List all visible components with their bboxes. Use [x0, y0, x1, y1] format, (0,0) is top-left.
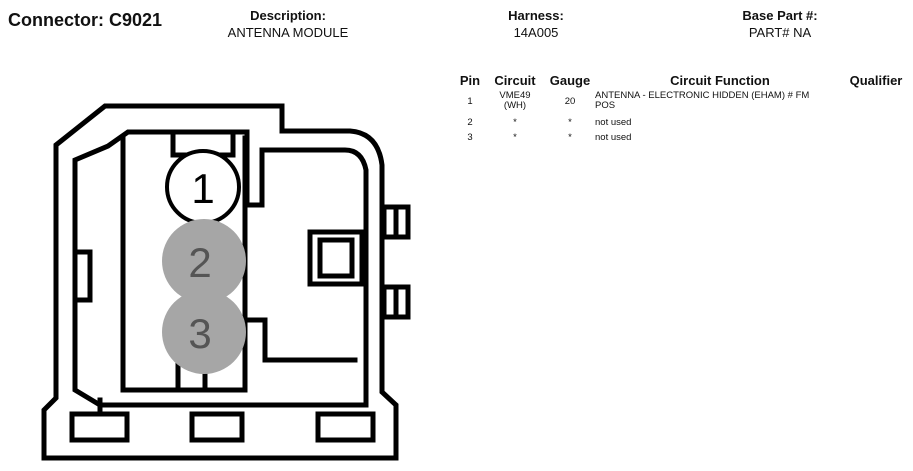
harness-label: Harness:	[508, 8, 564, 23]
foot-center	[189, 411, 245, 443]
lock-inner	[317, 237, 355, 279]
row1-circuit: VME49	[499, 90, 531, 101]
row1-function: ANTENNA - ELECTRONIC HIDDEN (EHAM) # FM	[595, 90, 810, 101]
pin-3-label: 3	[188, 310, 211, 357]
pin-1-label: 1	[191, 165, 214, 212]
foot-right	[315, 411, 376, 443]
pin-2-circle	[162, 219, 246, 303]
row1-circuit-color: (WH)	[503, 100, 527, 111]
row2-pin: 2	[467, 117, 473, 128]
connector-title: Connector: C9021	[8, 10, 163, 30]
row3-gauge: *	[568, 132, 572, 143]
row3-function: not used	[595, 132, 632, 143]
harness-value: 14A005	[513, 25, 559, 40]
row3-circuit: *	[513, 132, 517, 143]
base-part-label: Base Part #:	[742, 8, 818, 23]
lock-outer	[307, 229, 365, 287]
col-header-circuit: Circuit	[494, 73, 536, 88]
base-part-value: PART# NA	[748, 25, 812, 40]
row2-function: not used	[595, 117, 632, 128]
row1-pin: 1	[467, 96, 473, 107]
row1-function-cont: POS	[595, 100, 616, 111]
housing-outline	[41, 103, 399, 461]
row1-gauge: 20	[564, 96, 576, 107]
left-step	[72, 249, 93, 303]
right-notch	[242, 317, 358, 363]
description-label: Description:	[250, 8, 326, 23]
col-header-pin: Pin	[459, 73, 481, 88]
foot-left	[69, 411, 130, 443]
pin-2-label: 2	[188, 239, 211, 286]
row2-circuit: *	[513, 117, 517, 128]
col-header-qualifier: Qualifier	[849, 73, 903, 88]
pin-3-circle	[162, 290, 246, 374]
row2-gauge: *	[568, 117, 572, 128]
col-header-gauge: Gauge	[549, 73, 591, 88]
description-value: ANTENNA MODULE	[227, 25, 349, 40]
col-header-circuit-function: Circuit Function	[670, 73, 770, 88]
row3-pin: 3	[467, 132, 473, 143]
